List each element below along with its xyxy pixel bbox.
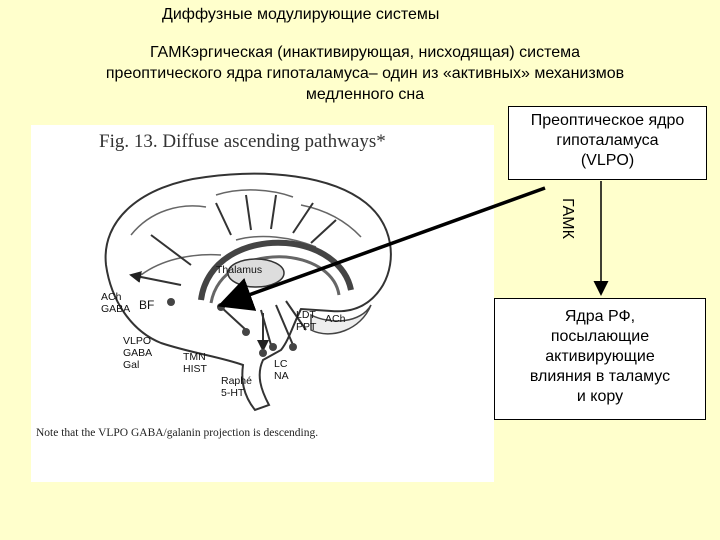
cortical-arrows (131, 194, 337, 285)
gaba-arrow-label: ГАМК (559, 198, 576, 239)
box-line: влияния в таламус (529, 368, 671, 385)
ldt-nucleus (289, 343, 297, 351)
bf-nucleus (167, 298, 175, 306)
box-line: посылающие (550, 328, 650, 345)
cerebellum (310, 304, 372, 335)
brain-illustration (104, 172, 392, 412)
label-line: ACh (101, 291, 122, 303)
label-line: Gal (123, 359, 140, 371)
raphe-label: Raphé 5-HT (221, 375, 252, 399)
box-line: (VLPO) (580, 152, 635, 169)
gyri (130, 189, 362, 276)
slide-subtitle: ГАМКэргическая (инактивирующая, нисходящ… (30, 42, 700, 105)
label-line: VLPO (123, 335, 152, 347)
vlpo-box: Преоптическое ядро гипоталамуса (VLPO) (508, 106, 707, 180)
vlpo-projection-arrow (217, 186, 546, 311)
box-line: Ядра РФ, (564, 308, 636, 325)
ldt-label: LDT PPT (296, 309, 316, 333)
slide-title: Диффузные модулирующие системы (162, 6, 440, 23)
raphe-nucleus (259, 349, 267, 357)
label-line: HIST (183, 363, 207, 375)
label-line: PPT (296, 321, 317, 333)
figure-note: Note that the VLPO GABA/galanin projecti… (36, 427, 319, 439)
label-line: Raphé (221, 375, 252, 387)
ascending-arc (198, 239, 354, 301)
subtitle-line: медленного сна (305, 86, 425, 103)
ach-right-label: ACh (325, 313, 346, 325)
label-line: GABA (123, 347, 153, 359)
label-line: 5-HT (221, 387, 245, 399)
ach-gaba-label: ACh GABA (101, 291, 130, 315)
brain-outline (104, 172, 392, 412)
box-line: Преоптическое ядро (530, 112, 685, 129)
label-line: NA (274, 370, 289, 382)
label-line: LC (274, 358, 288, 370)
label-line: TMN (183, 351, 206, 363)
box-line: активирующие (545, 348, 655, 365)
thalamus-label: Thalamus (216, 264, 263, 276)
brain-pathways-figure: Fig. 13. Diffuse ascending pathways* Tha… (31, 125, 494, 482)
lc-nucleus (269, 343, 277, 351)
bf-label: BF (139, 298, 155, 312)
vlpo-label: VLPO GABA Gal (123, 335, 152, 371)
lc-label: LC NA (274, 358, 289, 382)
tmn-label: TMN HIST (183, 351, 207, 375)
label-line: LDT (296, 309, 316, 321)
subtitle-line: ГАМКэргическая (инактивирующая, нисходящ… (149, 44, 581, 61)
box-line: гипоталамуса (556, 132, 659, 149)
rf-nuclei-box: Ядра РФ, посылающие активирующие влияния… (494, 298, 706, 420)
figure-title: Fig. 13. Diffuse ascending pathways* (99, 131, 386, 152)
subtitle-line: преоптического ядра гипоталамуса– один и… (105, 65, 625, 82)
label-line: GABA (101, 303, 131, 315)
tmn-nucleus (242, 328, 250, 336)
box-line: и кору (576, 388, 624, 405)
brainstem-pathways (220, 300, 307, 350)
